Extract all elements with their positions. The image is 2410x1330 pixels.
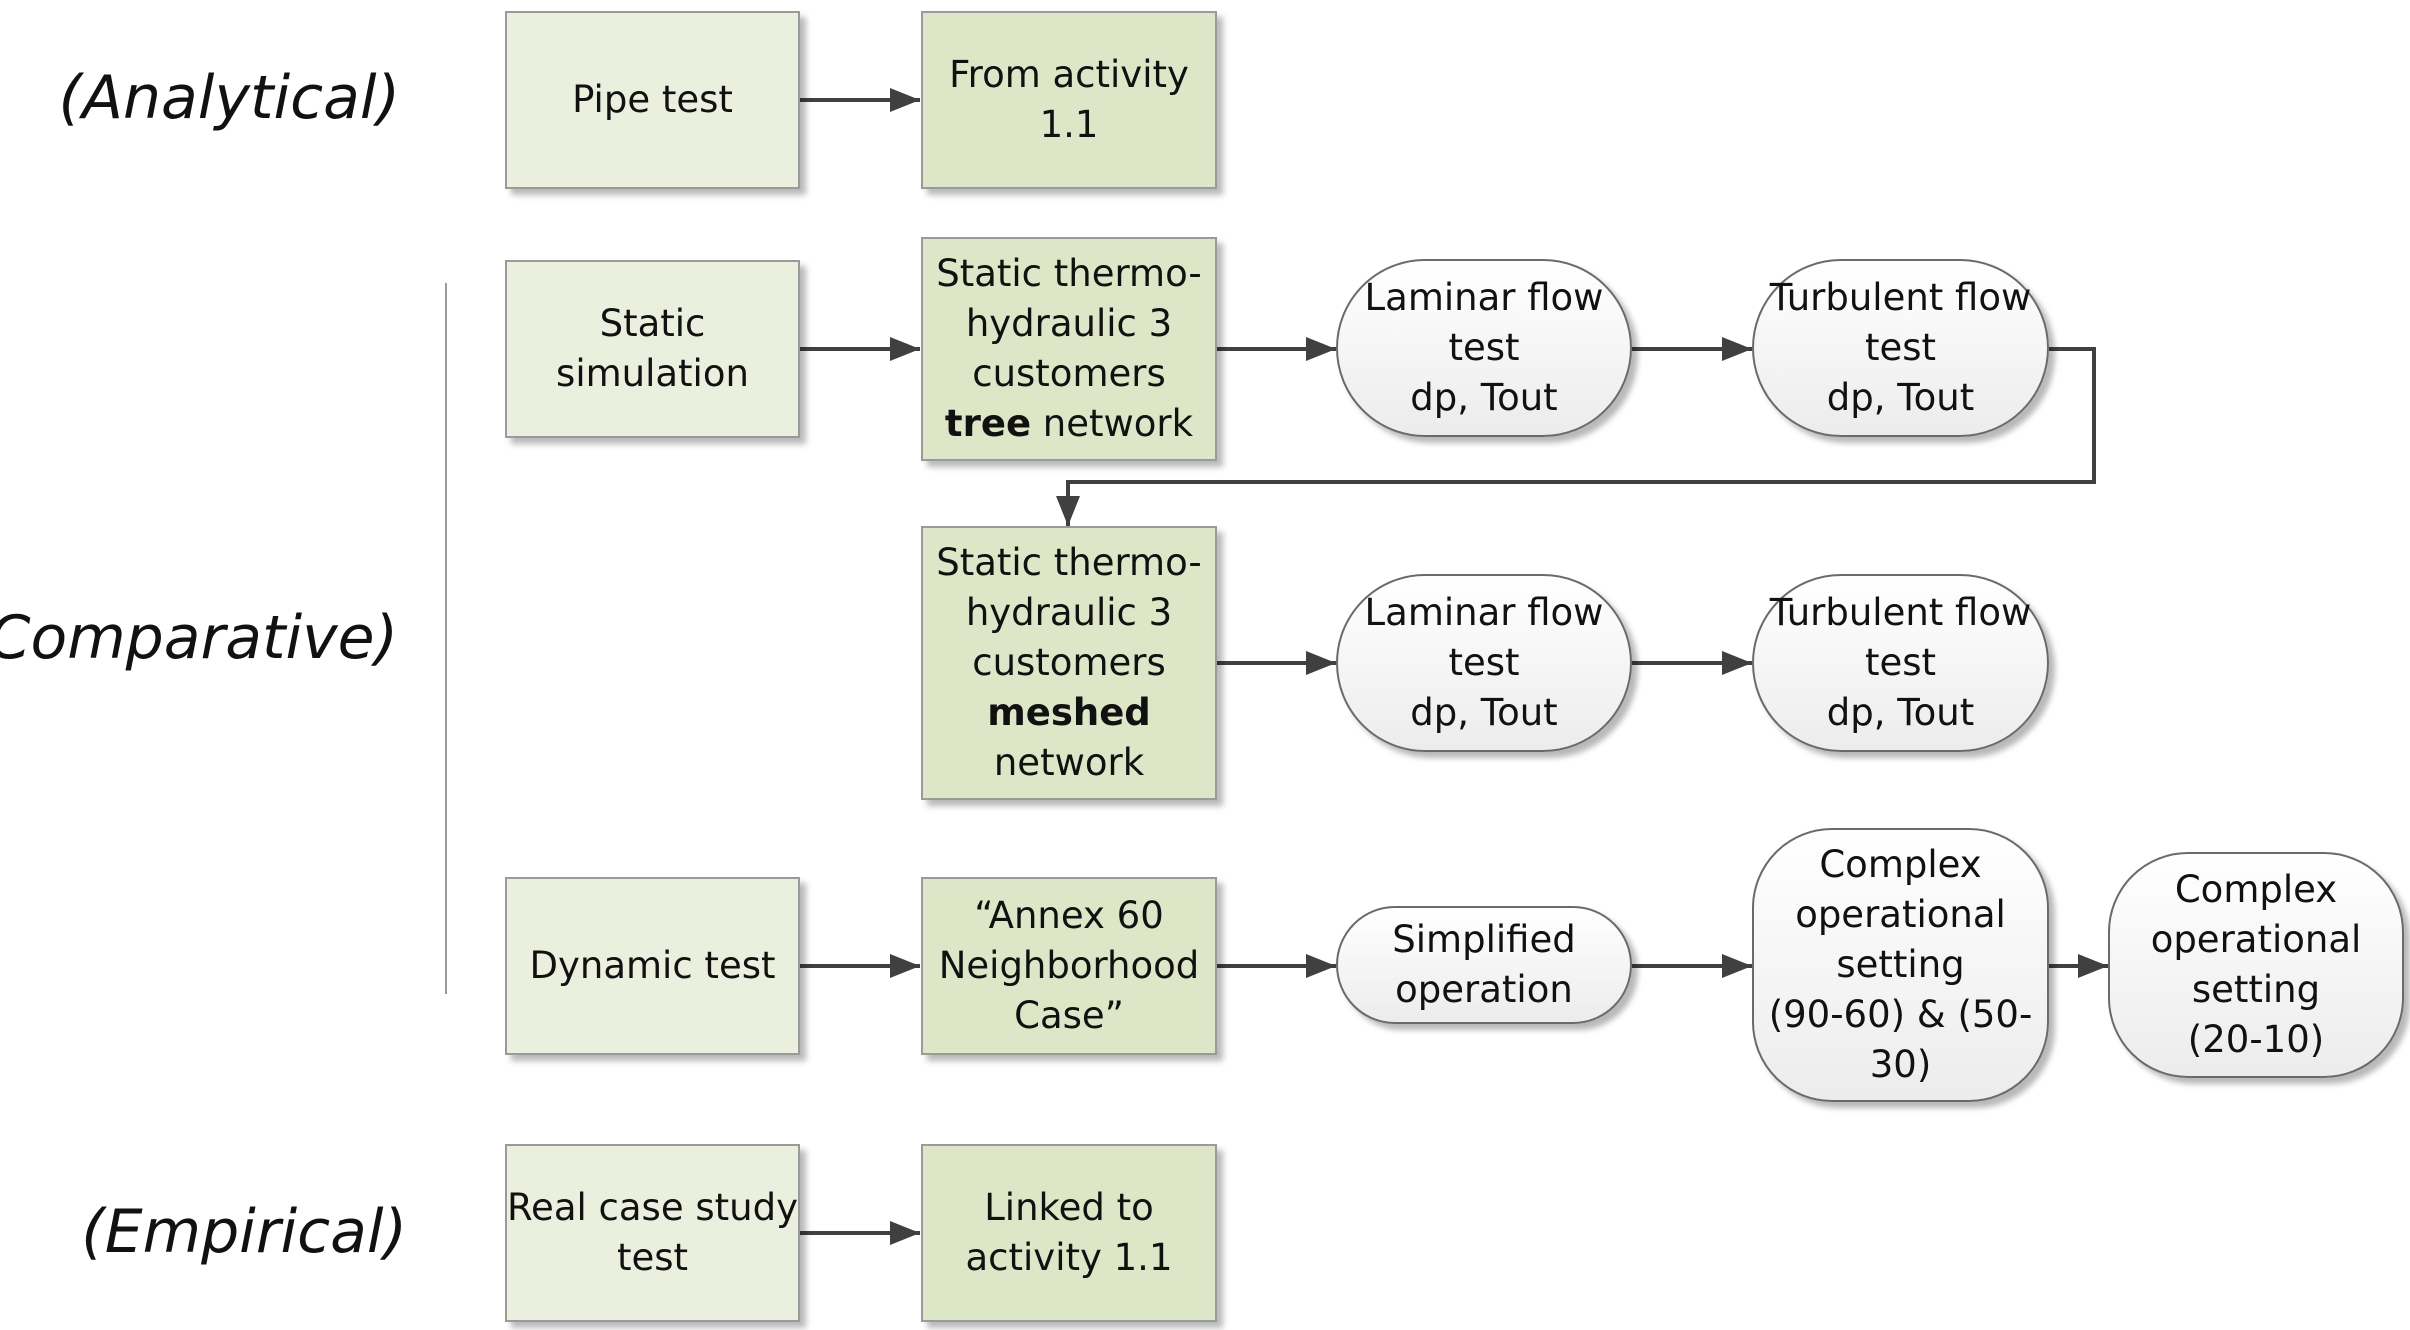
box-line: customers (972, 352, 1166, 395)
box-line: “Annex 60 (974, 894, 1164, 937)
box-line: setting (1836, 943, 1965, 986)
box-line: customers (972, 641, 1166, 684)
box-line: test (1864, 641, 1937, 684)
box-line: (90-60) & (50- (1768, 993, 2033, 1036)
turbulent-flow-test-2: Turbulent flow test dp, Tout (1752, 574, 2049, 752)
box-line: Static (599, 302, 706, 345)
box-line: Neighborhood (938, 944, 1200, 987)
pipe-test-box: Pipe test (505, 11, 800, 189)
box-line: Complex (2174, 868, 2338, 911)
box-line: 30) (1869, 1043, 1932, 1086)
complex-operational-setting-b: Complex operational setting (20-10) (2108, 852, 2404, 1078)
box-line: Static thermo- (936, 541, 1202, 584)
box-line: Pipe test (572, 78, 733, 121)
box-line: Case” (1014, 994, 1124, 1037)
tree-network-box: Static thermo- hydraulic 3 customers tre… (921, 237, 1217, 461)
box-line: Laminar flow (1364, 276, 1604, 319)
arrow-turbulent-to-meshed (1056, 347, 2096, 526)
box-line: operational (1795, 893, 2006, 936)
box-line: Turbulent flow (1769, 276, 2032, 319)
box-line: test (1448, 326, 1520, 369)
static-simulation-box: Static simulation (505, 260, 800, 438)
box-line: Linked to (984, 1186, 1154, 1229)
box-line: Dynamic test (529, 944, 776, 987)
box-line-tail: network (1031, 402, 1194, 445)
neighborhood-case-box: “Annex 60 Neighborhood Case” (921, 877, 1217, 1055)
laminar-flow-test-1: Laminar flow test dp, Tout (1336, 259, 1632, 437)
laminar-flow-test-2: Laminar flow test dp, Tout (1336, 574, 1632, 752)
box-line: (20-10) (2187, 1018, 2325, 1061)
dynamic-test-box: Dynamic test (505, 877, 800, 1055)
turbulent-flow-test-1: Turbulent flow test dp, Tout (1752, 259, 2049, 437)
complex-operational-setting-a: Complex operational setting (90-60) & (5… (1752, 828, 2049, 1102)
box-line: operation (1395, 968, 1573, 1011)
box-line: tree network (936, 399, 1202, 449)
bold-keyword: tree (944, 402, 1032, 445)
box-line: dp, Tout (1826, 691, 1975, 734)
meshed-network-box: Static thermo- hydraulic 3 customers mes… (921, 526, 1217, 800)
box-line: hydraulic 3 (965, 302, 1173, 345)
linked-activity-box: Linked to activity 1.1 (921, 1144, 1217, 1322)
box-line: activity 1.1 (965, 1236, 1173, 1279)
box-line: network (993, 741, 1145, 784)
box-line: Real case study (507, 1186, 798, 1229)
box-line: setting (2191, 968, 2321, 1011)
box-line: From activity (949, 53, 1189, 96)
category-analytical: (Analytical) (58, 63, 400, 133)
box-line: Simplified (1392, 918, 1576, 961)
box-line: test (1448, 641, 1520, 684)
box-line: simulation (556, 352, 749, 395)
box-line: dp, Tout (1826, 376, 1975, 419)
box-line: hydraulic 3 (965, 591, 1173, 634)
bold-keyword: meshed (987, 691, 1151, 734)
box-line: Static thermo- (936, 252, 1202, 295)
from-activity-box: From activity 1.1 (921, 11, 1217, 189)
category-empirical: (Empirical) (81, 1197, 407, 1267)
box-line: 1.1 (1039, 103, 1099, 146)
box-line: operational (2150, 918, 2362, 961)
box-line: dp, Tout (1410, 691, 1558, 734)
simplified-operation: Simplified operation (1336, 906, 1632, 1024)
box-line: Laminar flow (1364, 591, 1604, 634)
box-line: Complex (1819, 843, 1982, 886)
box-line: test (1864, 326, 1937, 369)
category-comparative: (Comparative) (0, 603, 398, 673)
box-line: test (616, 1236, 689, 1279)
box-line: dp, Tout (1410, 376, 1558, 419)
real-case-study-box: Real case study test (505, 1144, 800, 1322)
box-line: Turbulent flow (1769, 591, 2032, 634)
